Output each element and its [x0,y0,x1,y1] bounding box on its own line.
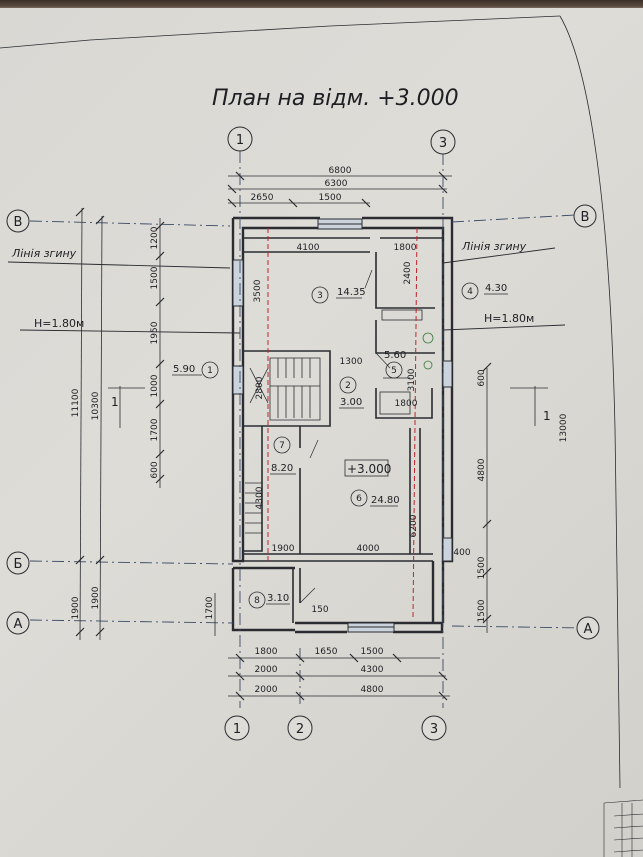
dim-top-seg2: 1500 [319,193,342,203]
axis-label-v-left: В [14,215,23,230]
dim-left-1200: 1200 [150,226,160,249]
dim-4000: 4000 [357,544,380,554]
dim-left-10300: 10300 [91,391,101,420]
dim-bottom-2000-a: 2000 [255,665,278,675]
level-mark: +3.000 [347,462,391,476]
dim-150: 150 [311,605,328,615]
dim-1900-inner: 1900 [272,544,295,554]
dim-bottom-4800: 4800 [361,685,384,695]
dim-right-1500-b: 1500 [477,599,487,622]
floor-plan-drawing: План на відм. +3.000 1 3 1 2 3 В В Б А А… [0,15,643,857]
dim-right-600: 600 [477,369,487,386]
axis-label-top-1: 1 [236,133,244,148]
dim-right-13000: 13000 [559,413,569,442]
axis-label-b-left: Б [14,557,23,572]
area-underlines [172,293,508,605]
dim-3500: 3500 [253,279,263,302]
title-block-lines [603,799,643,857]
axis-label-a-right: А [584,622,593,637]
room-area-6: 24.80 [371,495,400,506]
room-number-1: 1 [207,366,213,376]
axis-label-top-3: 3 [439,136,447,151]
dim-2400: 2400 [403,261,413,284]
dim-left-11100: 11100 [71,388,81,417]
axis-label-bottom-1: 1 [233,722,241,737]
room-area-5: 5.60 [384,350,406,361]
axis-label-bottom-3: 3 [430,722,438,737]
axis-label-a-left: А [14,617,23,632]
dim-left-1950: 1950 [150,321,160,344]
h-line-right [442,324,566,331]
room-area-8: 3.10 [267,593,289,604]
dim-right-1500-a: 1500 [477,556,487,579]
dim-bottom-1800: 1800 [255,647,278,657]
dim-4100: 4100 [297,243,320,253]
axis-bubbles [6,126,600,741]
dim-1800-b: 1800 [395,399,418,409]
dim-1700-bottom: 1700 [205,596,215,619]
dimension-ticks [75,171,492,701]
dim-left-1900-b: 1900 [91,586,101,609]
room-number-8: 8 [254,596,260,606]
dim-400: 400 [453,548,470,558]
drawing-title: План на відм. +3.000 [212,86,459,111]
room-number-3: 3 [317,291,323,301]
level-mark-box [344,459,389,477]
sheet-top-border [0,15,561,49]
room-number-6: 6 [356,494,362,504]
room-number-5: 5 [391,366,397,376]
drawing-sheet: План на відм. +3.000 1 3 1 2 3 В В Б А А… [0,8,643,857]
dim-inner-width: 6300 [325,179,348,189]
dim-left-1900-a: 1900 [71,596,81,619]
room-area-4: 4.30 [485,283,507,294]
height-label-right: Н=1.80м [484,312,534,325]
dim-6200: 6200 [409,514,419,537]
outer-walls [231,216,454,634]
fold-line-left [7,261,231,269]
sheet-fold-edge [559,15,621,789]
dim-4300-vertical: 4300 [255,486,265,509]
room-number-2: 2 [345,381,351,391]
stairs [245,357,321,534]
fold-line-right [442,247,556,264]
dim-1300: 1300 [340,357,363,367]
dim-bottom-1650: 1650 [315,647,338,657]
bathroom-fixtures [379,309,434,415]
dim-bottom-2000-b: 2000 [255,685,278,695]
section-mark-left: 1 [111,395,119,409]
room-number-7: 7 [279,441,285,451]
dim-1800-a: 1800 [394,243,417,253]
dim-left-600: 600 [150,461,160,478]
dim-bottom-4300: 4300 [361,665,384,675]
axis-label-bottom-2: 2 [296,722,304,737]
windows [232,218,453,633]
room-number-4: 4 [467,287,473,297]
dim-left-1000: 1000 [150,374,160,397]
inner-walls [243,237,443,623]
fold-line-label-left: Лінія згину [11,247,77,260]
h-line-left [19,329,241,334]
dim-bottom-1500: 1500 [361,647,384,657]
dim-right-4800: 4800 [477,458,487,481]
fold-line-label-right: Лінія згину [461,240,527,253]
room-area-3: 14.35 [337,287,366,298]
dimension-lines [79,175,548,697]
dim-3100: 3100 [407,368,417,391]
red-dashed-lines [267,227,418,619]
room-area-1: 5.90 [173,364,195,375]
height-label-left: Н=1.80м [34,317,84,330]
grid-axes [29,151,584,708]
dim-left-1500: 1500 [150,266,160,289]
section-mark-right: 1 [543,409,551,423]
dim-top-seg1: 2650 [251,193,274,203]
axis-label-v-right: В [581,210,590,225]
room-area-7: 8.20 [271,463,293,474]
dim-overall-width: 6800 [329,166,352,176]
dim-left-1700: 1700 [150,418,160,441]
room-area-2: 3.00 [340,397,362,408]
dim-2800: 2800 [255,376,265,399]
